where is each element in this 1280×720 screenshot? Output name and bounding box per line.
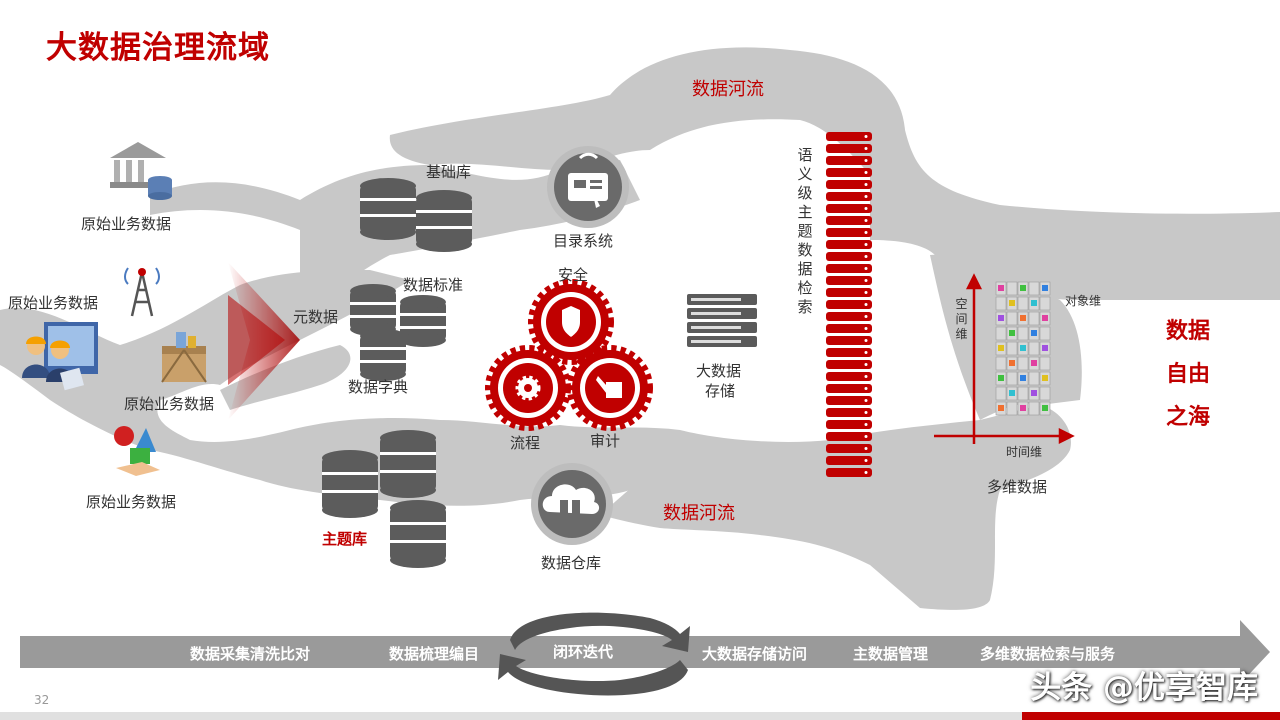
audit-label: 审计 xyxy=(590,432,621,450)
bank-icon xyxy=(110,142,172,200)
footer-line xyxy=(0,712,1280,720)
data-cube-icon xyxy=(995,281,1051,416)
sea-line-3: 之海 xyxy=(1165,405,1210,430)
toolbox-icon xyxy=(161,332,207,383)
database-icons xyxy=(322,178,472,568)
river-label-top: 数据河流 xyxy=(692,79,764,100)
source-label-2: 原始业务数据 xyxy=(8,294,99,312)
warehouse-label: 数据仓库 xyxy=(541,554,602,572)
radio-tower-icon xyxy=(124,267,160,317)
page-title: 大数据治理流域 xyxy=(46,30,270,66)
workers-icon xyxy=(22,322,98,391)
object-axis-label: 对象维 xyxy=(1065,294,1102,308)
storage-label-1: 大数据 xyxy=(696,362,742,380)
process-label: 流程 xyxy=(510,434,541,452)
catalog-icon xyxy=(547,146,629,228)
watermark: 头条 @优享智库 xyxy=(1030,670,1258,706)
stage-retrieval: 多维数据检索与服务 xyxy=(980,645,1116,663)
stage-catalog: 数据梳理编目 xyxy=(389,645,480,663)
stage-loop: 闭环迭代 xyxy=(553,643,614,661)
process-bar xyxy=(20,620,1270,684)
basic-db-label: 基础库 xyxy=(426,163,472,181)
stage-collect: 数据采集清洗比对 xyxy=(190,645,311,663)
subject-db-label: 主题库 xyxy=(322,530,368,548)
data-sea-label: 数据 自由 之海 xyxy=(1162,310,1214,439)
catalog-label: 目录系统 xyxy=(553,232,614,250)
cube-axes xyxy=(934,273,1075,445)
gear-icons xyxy=(485,279,653,431)
footer-accent xyxy=(1022,712,1280,720)
semantic-search-label: 语义级主题数据检索 xyxy=(797,146,813,316)
security-label: 安全 xyxy=(558,266,589,284)
source-label-3: 原始业务数据 xyxy=(124,395,215,413)
shapes-icon xyxy=(114,426,160,476)
loop-arrow-icon xyxy=(498,612,690,696)
metadata-label: 元数据 xyxy=(293,308,339,326)
server-rack-icon xyxy=(687,294,757,347)
dictionary-label: 数据字典 xyxy=(348,378,409,396)
time-axis-label: 时间维 xyxy=(1006,445,1043,459)
river-label-bottom: 数据河流 xyxy=(663,503,735,524)
multidim-label: 多维数据 xyxy=(987,478,1048,496)
stage-master: 主数据管理 xyxy=(853,645,929,663)
storage-label-2: 存储 xyxy=(705,382,736,400)
sea-line-1: 数据 xyxy=(1165,319,1210,344)
sea-line-2: 自由 xyxy=(1165,362,1210,387)
stage-storage: 大数据存储访问 xyxy=(702,645,808,663)
river-shape xyxy=(0,47,1280,610)
warehouse-icon xyxy=(531,463,613,545)
source-label-4: 原始业务数据 xyxy=(86,493,177,511)
source-label-1: 原始业务数据 xyxy=(81,215,172,233)
space-axis-label: 空间维 xyxy=(955,297,968,341)
page-number: 32 xyxy=(34,693,50,707)
server-tower-icon xyxy=(826,132,872,477)
standard-label: 数据标准 xyxy=(403,276,464,294)
